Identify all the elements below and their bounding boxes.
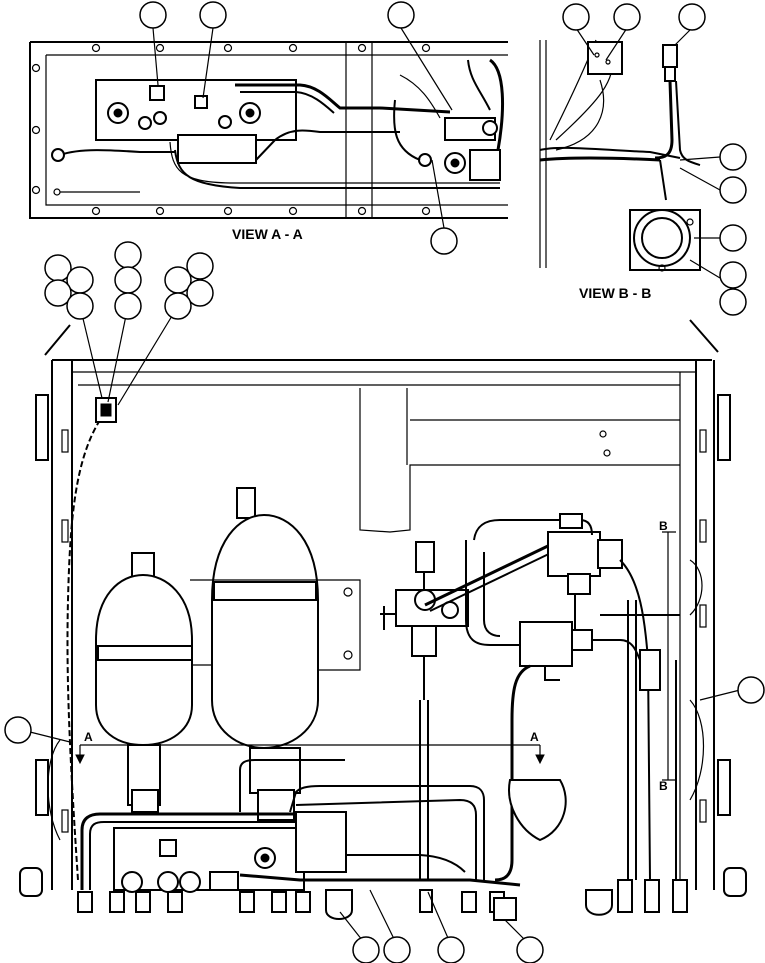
- callout-balloon: [737, 676, 765, 704]
- callout-balloon: [66, 292, 94, 320]
- callout-balloon: [114, 266, 142, 294]
- callout-balloon: [430, 227, 458, 255]
- view-b-inset: [539, 27, 721, 279]
- callout-balloon: [164, 292, 192, 320]
- view-a-label: VIEW A - A: [232, 226, 303, 242]
- view-a-inset: [29, 27, 508, 229]
- main-assembly: [19, 305, 747, 946]
- callout-balloon: [719, 288, 747, 316]
- callout-balloon: [186, 252, 214, 280]
- callout-balloon: [387, 1, 415, 29]
- callout-balloon: [719, 224, 747, 252]
- callout-balloon: [139, 1, 167, 29]
- section-mark-a-right: A: [530, 730, 539, 744]
- callout-balloon: [678, 3, 706, 31]
- callout-balloon: [186, 279, 214, 307]
- callout-balloon: [352, 936, 380, 963]
- callout-balloon: [719, 143, 747, 171]
- callout-balloon: [114, 241, 142, 269]
- view-b-callouts: [562, 3, 747, 316]
- callout-balloon: [44, 279, 72, 307]
- section-mark-b-bottom: B: [659, 779, 668, 793]
- callout-balloon: [719, 176, 747, 204]
- callout-balloon: [613, 3, 641, 31]
- callout-balloon: [562, 3, 590, 31]
- section-mark-a-left: A: [84, 730, 93, 744]
- view-b-label: VIEW B - B: [579, 285, 651, 301]
- callout-balloon: [114, 292, 142, 320]
- callout-balloon: [437, 936, 465, 963]
- callout-balloon: [719, 261, 747, 289]
- view-a-callouts: [139, 1, 458, 255]
- callout-balloon: [516, 936, 544, 963]
- callout-balloon: [4, 716, 32, 744]
- section-mark-b-top: B: [659, 519, 668, 533]
- main-callouts: [4, 241, 765, 963]
- callout-balloon: [199, 1, 227, 29]
- callout-balloon: [383, 936, 411, 963]
